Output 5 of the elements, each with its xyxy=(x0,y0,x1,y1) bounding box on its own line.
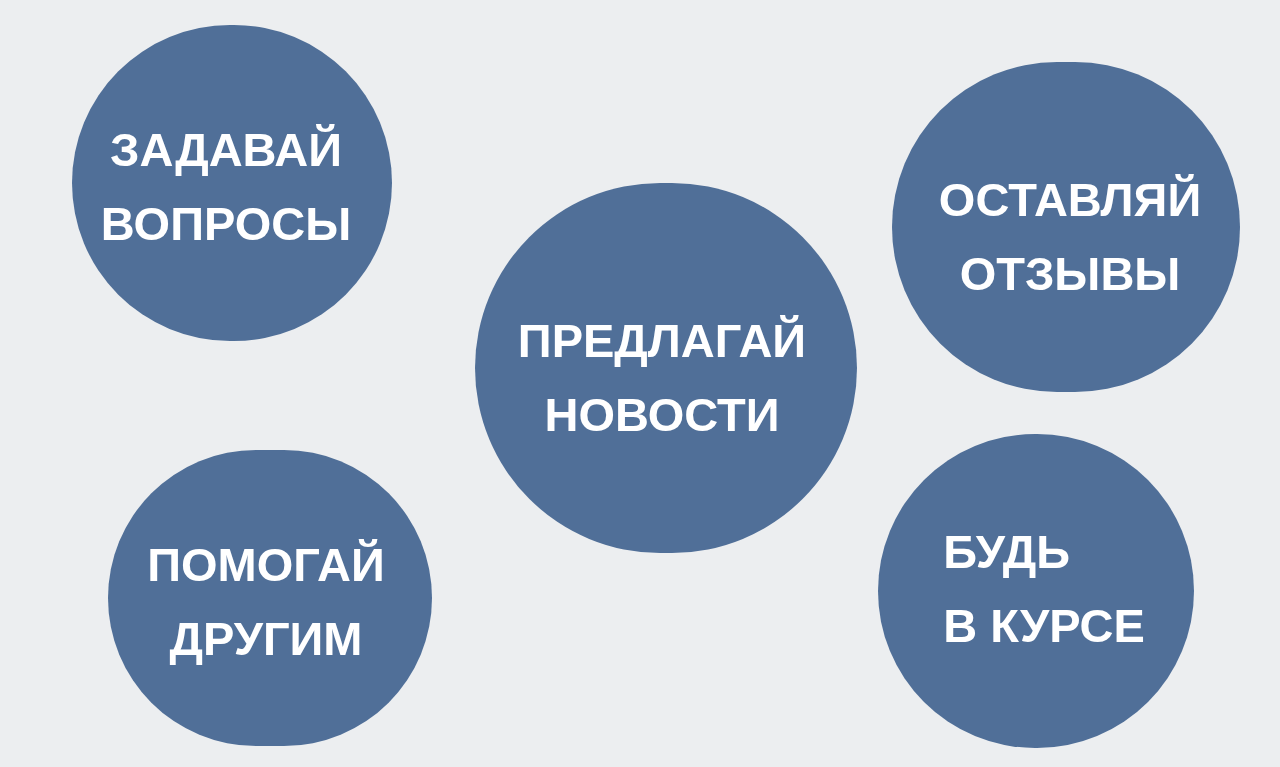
topic-text: ПОМОГАЙ ДРУГИМ xyxy=(147,537,385,667)
topic-text: ПРЕДЛАГАЙ НОВОСТИ xyxy=(517,313,807,443)
topic-text: ОСТАВЛЯЙ ОТЗЫВЫ xyxy=(938,172,1202,302)
topic-text: ЗАДАВАЙ ВОПРОСЫ xyxy=(100,122,352,252)
topic-text: БУДЬ В КУРСЕ xyxy=(943,524,1145,654)
